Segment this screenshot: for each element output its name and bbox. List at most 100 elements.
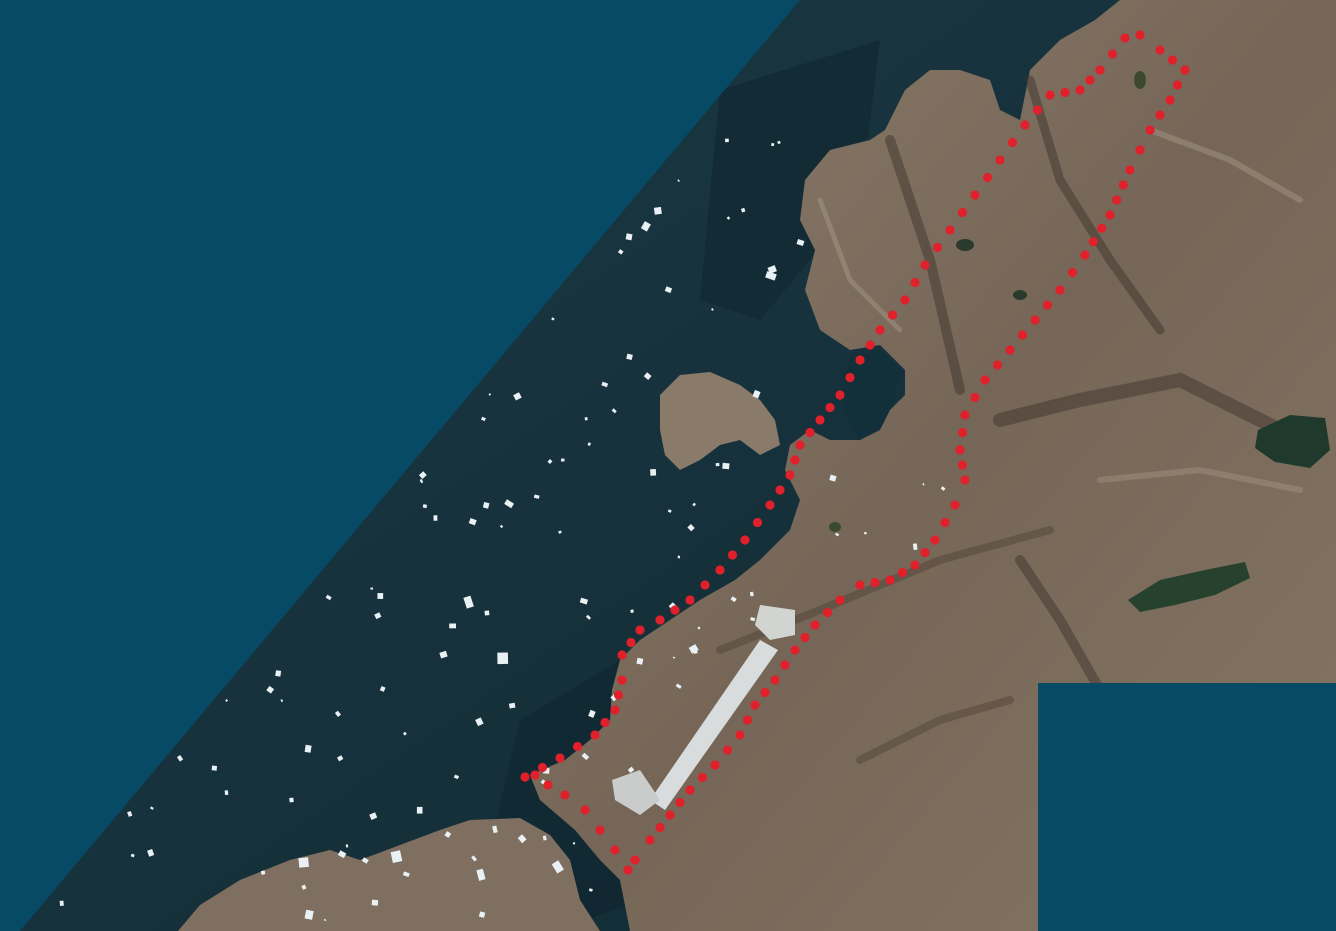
ice-floe <box>725 138 729 143</box>
route-dot <box>995 155 1005 165</box>
route-dot <box>623 865 633 875</box>
ice-floe <box>463 595 474 609</box>
route-dot <box>727 550 738 560</box>
mask-upper-left <box>0 0 800 931</box>
route-dot <box>1060 87 1070 98</box>
ice-floe <box>304 909 314 920</box>
route-dot <box>1125 165 1135 175</box>
route-dot <box>742 715 753 725</box>
route-dot <box>735 730 745 740</box>
route-dot <box>920 547 930 558</box>
ice-floe <box>361 857 369 864</box>
ice-floe <box>334 710 341 717</box>
ice-floe <box>266 685 275 694</box>
ice-floe <box>581 752 590 761</box>
ice-floe <box>688 644 699 654</box>
route-dot <box>752 517 763 528</box>
route-dot <box>940 517 950 528</box>
ice-floe <box>777 140 781 145</box>
ice-floe <box>922 482 925 486</box>
route-dot <box>1032 105 1043 115</box>
ice-floe <box>484 610 490 616</box>
route-dot <box>825 402 835 413</box>
ice-floe <box>476 868 486 881</box>
ice-floe <box>336 755 344 762</box>
route-dot <box>982 172 993 183</box>
ice-floe <box>672 656 676 659</box>
route-dot <box>1107 49 1118 59</box>
ice-floe <box>402 731 407 736</box>
ice-floe <box>211 765 218 771</box>
route-dot <box>1045 90 1055 100</box>
ice-floe <box>449 623 456 629</box>
ice-floe <box>547 459 553 464</box>
route-dot <box>630 855 640 865</box>
route-dot <box>1020 120 1030 130</box>
route-dot <box>740 535 750 545</box>
ice-floe <box>379 686 386 692</box>
route-dot <box>790 645 800 655</box>
route-dot <box>1085 75 1095 85</box>
route-dot <box>645 835 655 845</box>
route-dot <box>710 760 720 770</box>
ice-floe <box>630 609 634 613</box>
ice-floe <box>726 216 731 220</box>
ice-floe <box>692 502 697 507</box>
ice-floe <box>280 699 284 703</box>
route-dot <box>1095 65 1105 75</box>
ice-floe <box>551 317 555 321</box>
route-dot <box>805 427 815 438</box>
ice-floe <box>419 479 424 484</box>
route-dot <box>992 360 1003 370</box>
ice-floe <box>667 509 672 513</box>
route-dot <box>897 567 908 578</box>
ice-floe <box>499 524 504 529</box>
route-dot <box>870 577 880 588</box>
route-dot <box>970 392 980 403</box>
ice-floe <box>289 797 294 803</box>
route-dot <box>932 242 943 253</box>
ice-floe <box>508 702 516 709</box>
route-dot <box>835 595 845 605</box>
route-dot <box>722 745 733 755</box>
ice-floe <box>687 524 695 532</box>
route-dot <box>1135 145 1145 155</box>
ice-floe <box>377 593 384 599</box>
route-dot <box>613 690 624 700</box>
route-dot <box>835 390 845 400</box>
ice-floe <box>650 469 657 476</box>
ice-floe <box>176 754 184 762</box>
route-dot <box>1165 95 1175 105</box>
ice-floe <box>585 614 592 620</box>
route-dot <box>785 470 795 480</box>
route-dot <box>957 207 968 218</box>
ice-floe <box>617 249 624 255</box>
route-dot <box>1155 110 1165 120</box>
ice-floe <box>579 597 589 605</box>
ice-floe <box>475 717 484 727</box>
ice-floe <box>416 806 423 814</box>
route-dot <box>887 310 898 320</box>
route-dot <box>750 700 760 710</box>
route-dot <box>715 565 725 575</box>
ice-floe <box>128 812 132 816</box>
route-dot <box>795 440 805 450</box>
ice-floe <box>402 871 410 878</box>
route-dot <box>700 580 710 590</box>
route-dot <box>1067 267 1078 278</box>
ice-floe <box>829 474 837 482</box>
route-dot <box>1180 65 1190 75</box>
ice-floe <box>626 353 633 361</box>
ice-floe <box>771 143 775 147</box>
ice-floe <box>588 709 596 718</box>
route-dot <box>875 325 885 335</box>
route-dot <box>1017 330 1028 340</box>
route-dot <box>580 805 590 815</box>
route-dot <box>855 355 865 365</box>
ice-floe <box>147 849 155 857</box>
ice-floe <box>697 626 701 630</box>
ice-floe <box>513 392 522 401</box>
route-dot <box>610 705 620 715</box>
route-dot <box>1120 33 1130 43</box>
ice-floe <box>627 766 635 774</box>
